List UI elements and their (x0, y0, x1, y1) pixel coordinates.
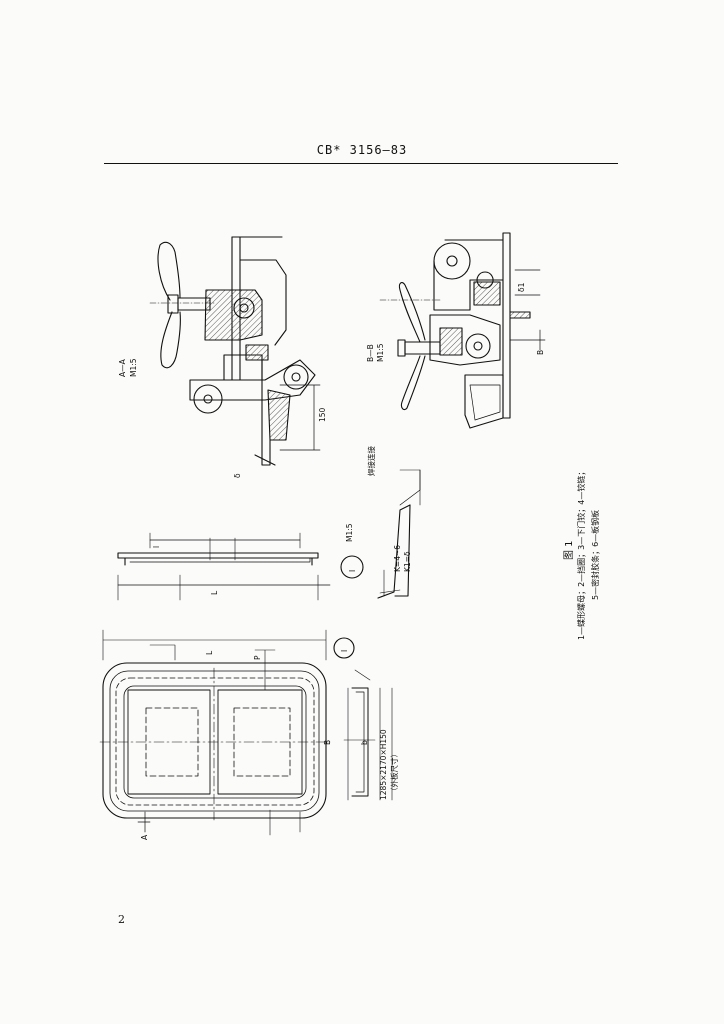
detail-circle-mark: I (348, 569, 357, 572)
figure-caption-title: 图 1 (564, 540, 575, 560)
section-b-drawing (379, 232, 546, 429)
k-formula-2: K1=δ (403, 551, 412, 572)
side-elevation (117, 532, 331, 601)
dimension-L-side: L (210, 590, 219, 595)
note-delta-1: δ1 (517, 282, 526, 292)
detail-circle-mark-2: I (340, 649, 349, 652)
header-rule (104, 163, 618, 164)
plan-view (99, 629, 393, 836)
mark-A: A (140, 834, 149, 840)
standard-number: CB* 3156—83 (316, 143, 408, 157)
section-b-title: B—B (366, 344, 375, 362)
detail-scale: M1:5 (345, 523, 354, 542)
plan-size-note: （外板尺寸） (390, 750, 399, 795)
k-formula: K=4~6 (393, 544, 402, 572)
section-a-scale: M1:5 (129, 358, 138, 377)
dimension-b: b (360, 740, 369, 745)
dimension-B: B (323, 739, 332, 745)
weld-note: 焊接连接 (367, 446, 376, 476)
figure-legend-line1: 1—蝶形螺母；2—挡圈；3—下门铰；4—铰链； (577, 467, 586, 640)
section-b-scale: M1:5 (376, 343, 385, 362)
dimension-l: l (152, 545, 161, 548)
mark-P: P (253, 655, 262, 660)
dimension-L-plan: L (205, 650, 214, 655)
section-a-title: A—A (118, 359, 127, 377)
section-a-drawing (149, 236, 321, 466)
detail-weld-sketch (340, 469, 421, 599)
plan-size-dimension: 1285×2170×H150 (379, 729, 388, 800)
dimension-150: 150 (318, 407, 327, 422)
figure-legend-line2: 5—密封胶条；6—板钢板 (591, 509, 600, 600)
section-a-note: δ (233, 473, 242, 478)
mark-B: B (536, 349, 545, 355)
page-number: 2 (118, 913, 125, 926)
